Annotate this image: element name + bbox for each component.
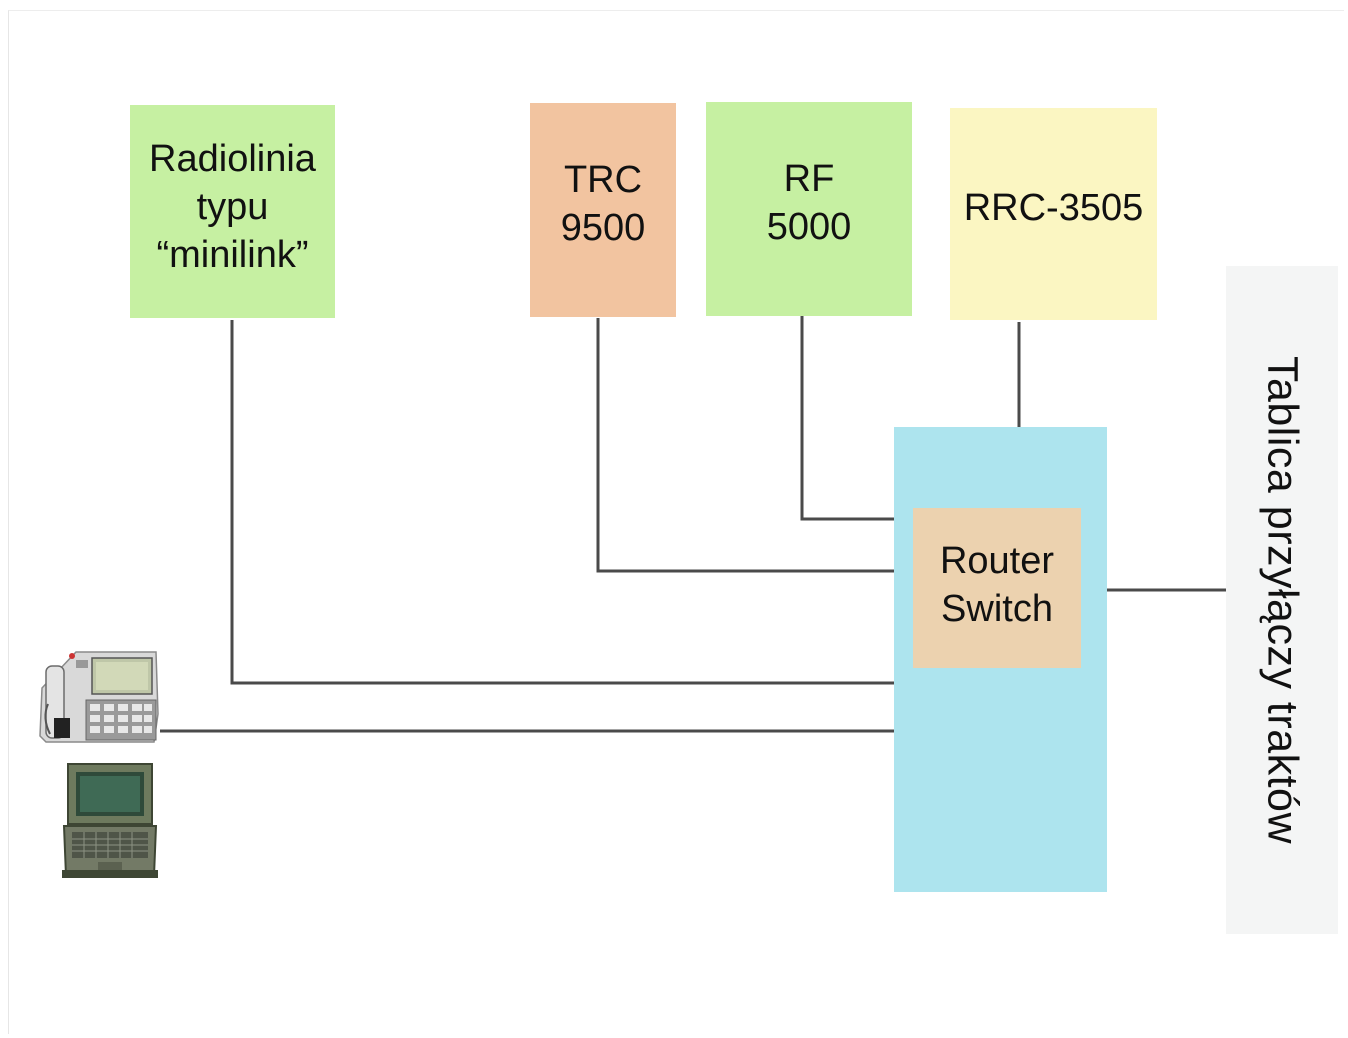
rf-5000-box: RF 5000 [706, 102, 912, 316]
minilink-label-line-2: typu [149, 183, 316, 231]
patch-panel: Tablica przyłączy traktów [1226, 266, 1338, 934]
minilink-radio-box: Radiolinia typu “minilink” [130, 105, 335, 318]
minilink-label-line-1: Radiolinia [149, 135, 316, 183]
rrc-label: RRC-3505 [964, 184, 1144, 232]
rf-label-line-1: RF [767, 155, 852, 203]
rf-label-line-2: 5000 [767, 203, 852, 251]
trc-label-line-1: TRC [561, 156, 646, 204]
rugged-laptop-icon [62, 760, 158, 880]
router-switch-box: Router Switch [913, 508, 1081, 668]
rrc-3505-box: RRC-3505 [950, 108, 1157, 320]
trc-9500-box: TRC 9500 [530, 103, 676, 317]
patch-panel-label: Tablica przyłączy traktów [1258, 356, 1307, 844]
minilink-label-line-3: “minilink” [149, 231, 316, 279]
router-label-line-1: Router [940, 537, 1054, 585]
trc-label-line-2: 9500 [561, 204, 646, 252]
router-label-line-2: Switch [940, 585, 1054, 633]
ip-phone-icon [36, 648, 160, 746]
